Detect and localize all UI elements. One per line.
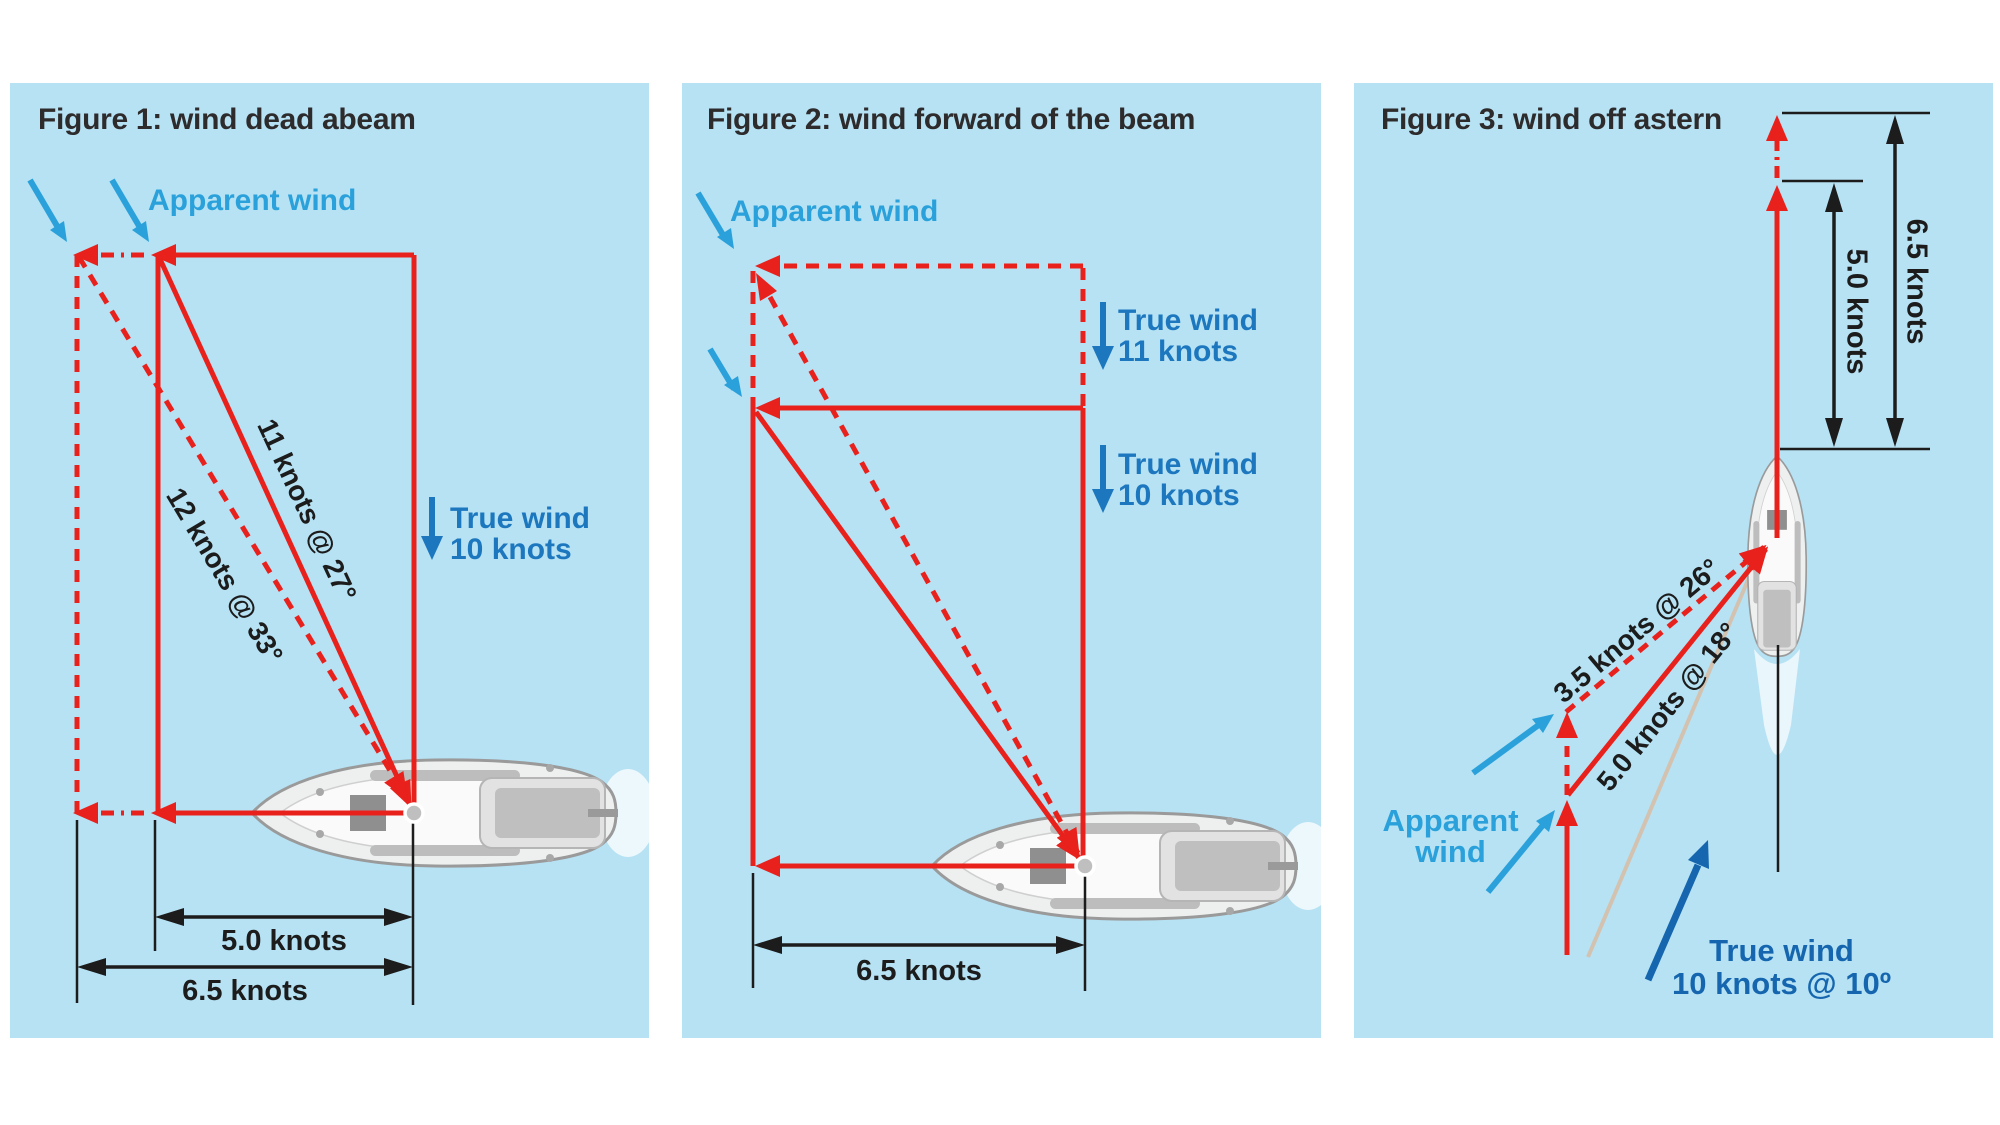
- apparent-wind-label: Apparent wind: [148, 184, 357, 217]
- dimension-arrowheads: [753, 936, 1085, 954]
- vector-diagram-figure-3: [1471, 111, 1930, 982]
- apparent-wind-arrowhead-icon: [50, 221, 67, 242]
- true-wind-down-arrowhead-icon: [1092, 346, 1114, 370]
- boat-grabrail: [1794, 521, 1801, 604]
- boat-cockpit-seat: [1175, 841, 1280, 891]
- wind-vectors: [750, 263, 1086, 869]
- apparent-wind-label: Apparent wind: [1382, 803, 1519, 869]
- boat-grabrail: [1050, 898, 1200, 909]
- dimension-arrowheads: [1825, 115, 1904, 447]
- red-arrowheads: [1556, 115, 1788, 826]
- panel-figure-1: Figure 1: wind dead abeam Apparent wind …: [10, 83, 649, 1038]
- boat-tiller: [1268, 862, 1298, 870]
- dimension-lines: [751, 873, 1087, 991]
- boat-cockpit-seat: [1763, 589, 1791, 648]
- mast-point: [1074, 855, 1096, 877]
- panel-title: Figure 2: wind forward of the beam: [707, 103, 1196, 136]
- mast-point: [403, 802, 425, 824]
- true-wind-10-label: True wind 10 knots: [1118, 448, 1259, 512]
- panel-title: Figure 3: wind off astern: [1381, 103, 1722, 136]
- vector-diagram-figure-2: [695, 191, 1321, 991]
- apparent-wind-5kt-diagonal: [1566, 546, 1769, 797]
- vector-diagram-figure-1: [27, 178, 649, 1005]
- boat-grabrail: [370, 845, 520, 856]
- apparent-wind-12kt-diagonal-dashed: [76, 255, 409, 800]
- apparent-wind-arrowhead-icon: [1536, 810, 1555, 832]
- dimension-label-5kt: 5.0 knots: [1840, 248, 1873, 375]
- wind-vectors: [74, 252, 417, 816]
- dimension-lines: [1780, 111, 1930, 451]
- sailboat-top-view: [249, 758, 649, 868]
- apparent-wind-arrows: [1471, 714, 1709, 982]
- dimension-label-65kt: 6.5 knots: [182, 975, 308, 1007]
- apparent-wind-35kt-diagonal-dashed: [1564, 544, 1767, 714]
- red-arrowheads: [73, 244, 176, 824]
- boat-cockpit-seat: [495, 788, 600, 838]
- apparent-wind-arrows: [695, 191, 1114, 513]
- true-wind-label: True wind 10 knots @ 10º: [1671, 933, 1892, 1001]
- apparent-wind-11kt-diagonal: [157, 257, 413, 809]
- apparent-wind-arrowhead-icon: [724, 376, 742, 397]
- apparent-wind-arrowhead-icon: [1532, 714, 1554, 733]
- dimension-arrowheads: [77, 908, 413, 976]
- dimension-label-5kt: 5.0 knots: [221, 925, 347, 957]
- apparent-wind-solid-diagonal: [753, 410, 1082, 861]
- true-wind-arrowhead-icon: [1688, 840, 1709, 869]
- true-wind-label: True wind 10 knots: [450, 502, 591, 566]
- boat-tiller: [588, 809, 618, 817]
- apparent-wind-arrows: [27, 178, 443, 560]
- true-wind-11-label: True wind 11 knots: [1118, 304, 1259, 368]
- true-wind-down-arrowhead-icon: [1092, 489, 1114, 513]
- dimension-lines: [75, 820, 415, 1005]
- apparent-wind-label: Apparent wind: [730, 195, 939, 228]
- panel-title: Figure 1: wind dead abeam: [38, 103, 416, 136]
- apparent-wind-arrowhead-icon: [132, 221, 149, 242]
- true-wind-vector-tan-line: [1586, 546, 1764, 958]
- boat-grabrail: [1050, 823, 1200, 834]
- wind-vectors: [1564, 139, 1780, 955]
- dimension-label-65kt: 6.5 knots: [856, 955, 982, 987]
- panel-figure-2: Figure 2: wind forward of the beam Appar…: [682, 83, 1321, 1038]
- red-arrowheads: [755, 255, 780, 877]
- apparent-wind-dashed-diagonal: [767, 295, 1081, 856]
- sailboat-top-view: [929, 811, 1321, 921]
- panel-figure-3: Figure 3: wind off astern 6.5 knots 5.0 …: [1354, 83, 1993, 1038]
- dimension-label-65kt: 6.5 knots: [1900, 218, 1933, 345]
- apparent-wind-arrowhead-icon: [717, 228, 734, 249]
- true-wind-down-arrowhead-icon: [421, 536, 443, 560]
